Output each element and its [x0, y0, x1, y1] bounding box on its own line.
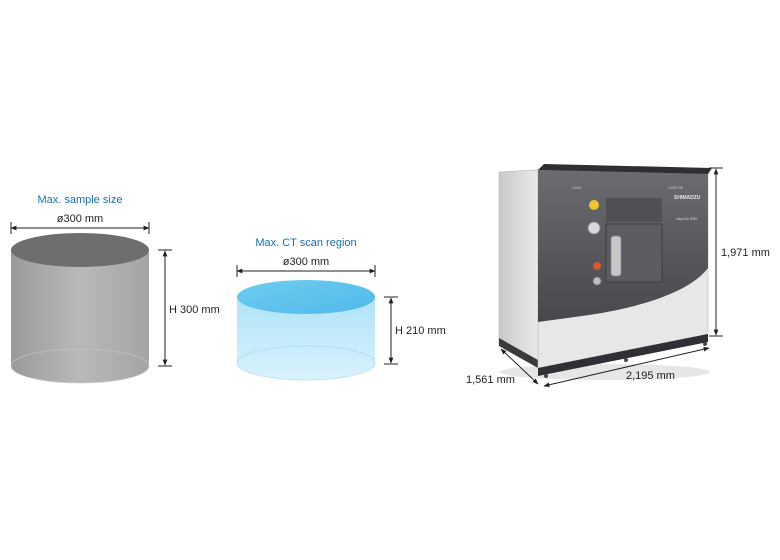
key-switch-icon: [587, 221, 601, 235]
machine-foot-front-right: [703, 342, 707, 346]
radiation-warning-icon: [589, 200, 599, 210]
machine-foot-front-mid: [624, 358, 628, 362]
machine-brand: SHIMADZU: [674, 195, 701, 201]
sample-cylinder-top: [11, 233, 149, 267]
machine-group: X-RAY X-RAY ON SHIMADZU inspeXio SMX 1,9…: [466, 164, 770, 388]
power-button-icon: [592, 276, 602, 286]
sample-size-group: Max. sample size ø300 mm H 300 mm: [10, 194, 220, 384]
machine-side-panel: [498, 169, 539, 367]
scan-cylinder-bottom-edge: [236, 345, 376, 381]
power-indicator-icon: [593, 262, 601, 270]
sample-size-title: Max. sample size: [38, 194, 123, 206]
machine-upper-window: [606, 198, 662, 222]
scan-cylinder-body: [237, 297, 375, 380]
machine-depth-label: 1,561 mm: [466, 374, 515, 386]
sample-height-label: H 300 mm: [169, 304, 220, 316]
door-label-left: X-RAY: [572, 186, 582, 190]
machine-depth-arrow: [500, 348, 539, 385]
sample-cylinder-bottom-edge: [10, 348, 150, 384]
machine-height-label: 1,971 mm: [721, 247, 770, 259]
scan-diameter-label: ø300 mm: [283, 256, 329, 268]
scan-height-label: H 210 mm: [395, 325, 446, 337]
machine-top-edge: [538, 164, 712, 174]
machine-width-label: 2,195 mm: [626, 370, 675, 382]
machine-model: inspeXio SMX: [676, 217, 698, 221]
sample-diameter-label: ø300 mm: [57, 213, 103, 225]
scan-region-group: Max. CT scan region ø300 mm H 210 mm: [236, 237, 446, 381]
machine-foot-front-left: [544, 374, 548, 378]
scan-region-title: Max. CT scan region: [255, 237, 356, 249]
door-label-right: X-RAY ON: [668, 186, 684, 190]
sample-cylinder-body: [11, 250, 149, 383]
scan-cylinder-top: [237, 280, 375, 314]
machine-width-arrow: [543, 346, 710, 388]
machine-door-handle: [610, 235, 622, 277]
